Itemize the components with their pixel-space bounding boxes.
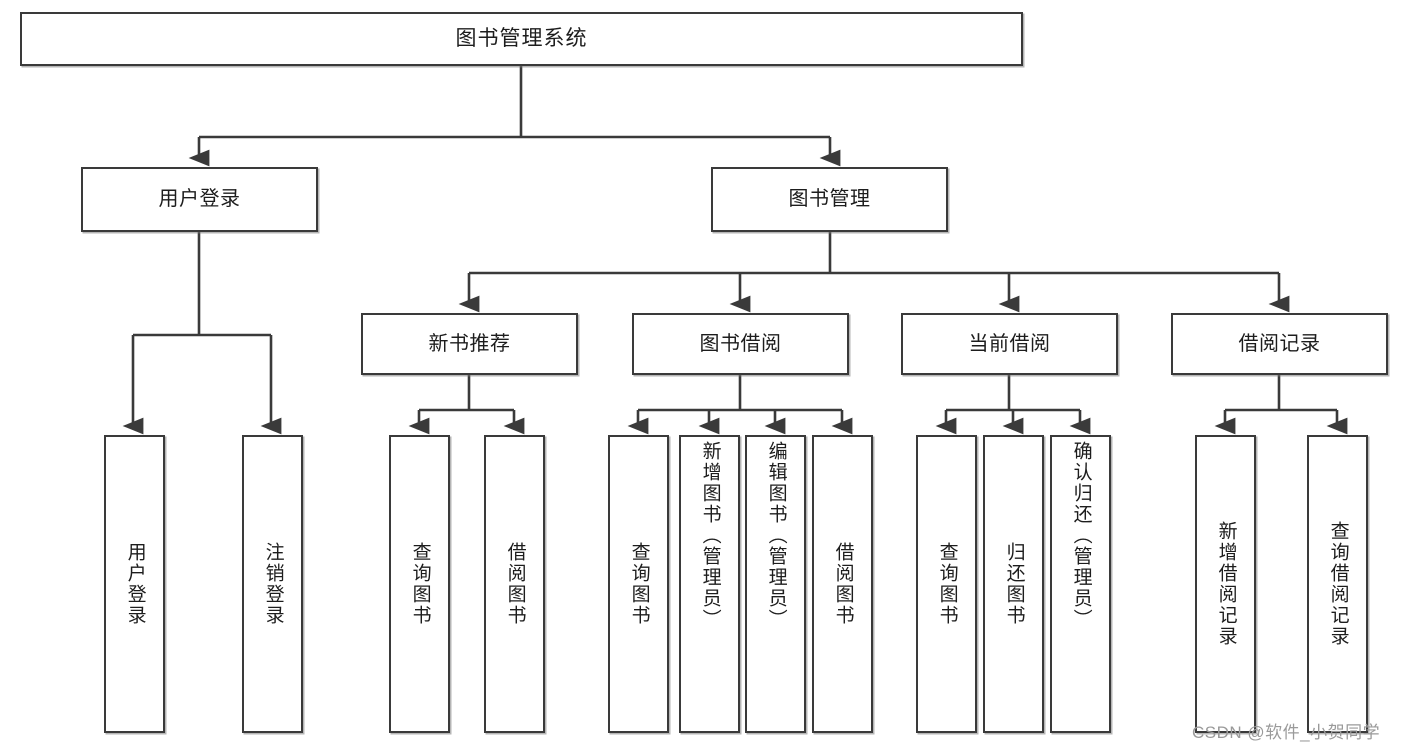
node-book-manage-label: 图书管理 bbox=[788, 188, 871, 210]
node-leaf-borrow-book-1[interactable]: 借阅图书 bbox=[484, 435, 545, 733]
node-leaf-user-logout-label: 注销登录 bbox=[262, 542, 284, 626]
node-book-borrow-label: 图书借阅 bbox=[699, 332, 782, 355]
node-leaf-query-record[interactable]: 查询借阅记录 bbox=[1307, 435, 1368, 733]
node-leaf-query-book-1[interactable]: 查询图书 bbox=[389, 435, 450, 733]
node-leaf-query-book-3-label: 查询图书 bbox=[936, 542, 958, 626]
node-book-manage[interactable]: 图书管理 bbox=[711, 167, 948, 232]
node-leaf-add-record-label: 新增借阅记录 bbox=[1215, 521, 1237, 647]
node-book-borrow[interactable]: 图书借阅 bbox=[632, 313, 849, 375]
node-leaf-user-logout[interactable]: 注销登录 bbox=[242, 435, 303, 733]
node-leaf-query-book-3[interactable]: 查询图书 bbox=[916, 435, 977, 733]
node-leaf-add-record[interactable]: 新增借阅记录 bbox=[1195, 435, 1256, 733]
node-leaf-query-book-2[interactable]: 查询图书 bbox=[608, 435, 669, 733]
node-leaf-borrow-book-2-label: 借阅图书 bbox=[832, 542, 854, 626]
node-leaf-return-book[interactable]: 归还图书 bbox=[983, 435, 1044, 733]
node-leaf-query-book-2-label: 查询图书 bbox=[628, 542, 650, 626]
node-new-book-recommend[interactable]: 新书推荐 bbox=[361, 313, 578, 375]
csdn-watermark: CSDN @软件_小贺同学 bbox=[1192, 723, 1381, 742]
node-new-book-recommend-label: 新书推荐 bbox=[428, 332, 511, 355]
node-borrow-record-label: 借阅记录 bbox=[1238, 332, 1321, 355]
node-leaf-edit-book-label: 编辑图书（管理员） bbox=[765, 441, 787, 630]
node-leaf-confirm-return-label: 确认归还（管理员） bbox=[1070, 441, 1092, 630]
node-root[interactable]: 图书管理系统 bbox=[20, 12, 1023, 66]
node-user-login[interactable]: 用户登录 bbox=[81, 167, 318, 232]
node-borrow-record[interactable]: 借阅记录 bbox=[1171, 313, 1388, 375]
node-leaf-user-login-label: 用户登录 bbox=[124, 542, 146, 626]
node-leaf-borrow-book-1-label: 借阅图书 bbox=[504, 542, 526, 626]
node-current-borrow[interactable]: 当前借阅 bbox=[901, 313, 1118, 375]
node-leaf-return-book-label: 归还图书 bbox=[1003, 542, 1025, 626]
node-leaf-add-book-label: 新增图书（管理员） bbox=[699, 441, 721, 630]
node-root-label: 图书管理系统 bbox=[455, 26, 588, 50]
node-current-borrow-label: 当前借阅 bbox=[968, 332, 1051, 355]
node-leaf-user-login[interactable]: 用户登录 bbox=[104, 435, 165, 733]
node-leaf-query-book-1-label: 查询图书 bbox=[409, 542, 431, 626]
node-leaf-confirm-return[interactable]: 确认归还（管理员） bbox=[1050, 435, 1111, 733]
node-leaf-edit-book[interactable]: 编辑图书（管理员） bbox=[745, 435, 806, 733]
node-leaf-borrow-book-2[interactable]: 借阅图书 bbox=[812, 435, 873, 733]
node-leaf-query-record-label: 查询借阅记录 bbox=[1327, 521, 1349, 647]
node-user-login-label: 用户登录 bbox=[158, 188, 241, 210]
node-leaf-add-book[interactable]: 新增图书（管理员） bbox=[679, 435, 740, 733]
